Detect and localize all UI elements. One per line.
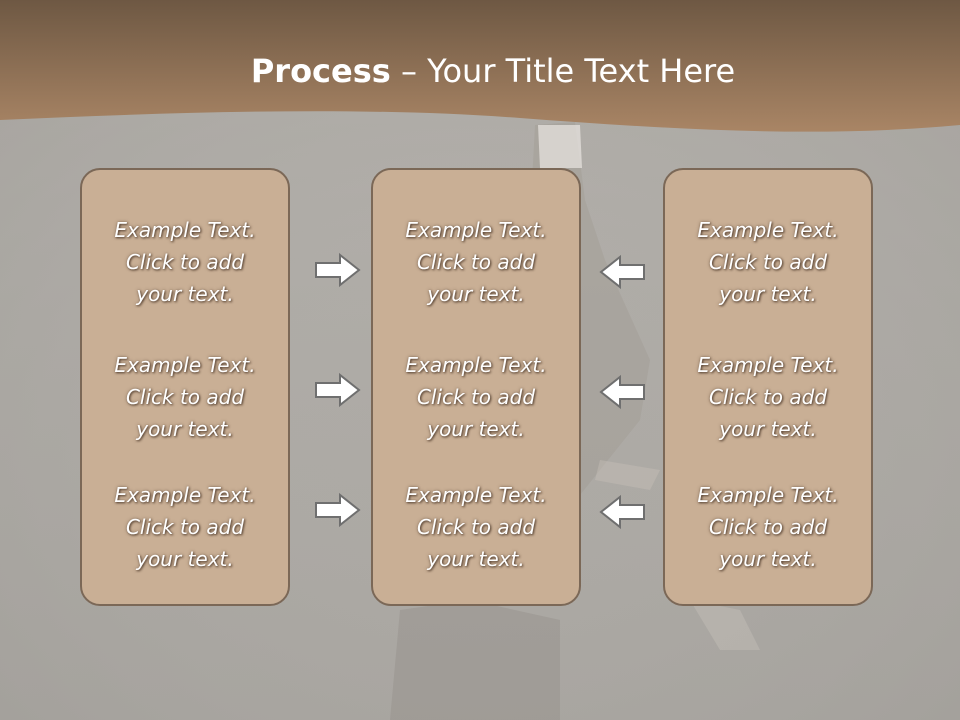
title-rest: – Your Title Text Here [390,52,736,90]
slide-title[interactable]: Process – Your Title Text Here [0,52,960,90]
arrow-left-icon [599,374,645,410]
item-line: Example Text. [405,218,547,242]
item-line: your text. [427,547,525,571]
item-line: your text. [719,417,817,441]
item-line: your text. [719,547,817,571]
item-line: your text. [719,282,817,306]
left-box[interactable]: Example Text. Click to add your text. Ex… [80,168,290,606]
item-line: Click to add [416,250,536,274]
item-line: Example Text. [114,483,256,507]
item-line: Example Text. [405,483,547,507]
item-line: your text. [136,417,234,441]
right-box-item-2[interactable]: Example Text. Click to add your text. [665,349,871,445]
item-line: Click to add [125,515,245,539]
center-box-item-1[interactable]: Example Text. Click to add your text. [373,214,579,310]
arrow-right-icon [315,492,361,528]
left-box-item-1[interactable]: Example Text. Click to add your text. [82,214,288,310]
item-line: your text. [427,417,525,441]
item-line: your text. [427,282,525,306]
item-line: Example Text. [697,483,839,507]
item-line: Click to add [416,385,536,409]
item-line: your text. [136,547,234,571]
item-line: Click to add [708,385,828,409]
item-line: Click to add [125,385,245,409]
item-line: Example Text. [114,218,256,242]
arrow-left-icon [599,494,645,530]
arrow-right-icon [315,372,361,408]
left-box-item-2[interactable]: Example Text. Click to add your text. [82,349,288,445]
right-box[interactable]: Example Text. Click to add your text. Ex… [663,168,873,606]
item-line: Click to add [125,250,245,274]
header-banner [0,0,960,132]
item-line: Click to add [708,250,828,274]
right-box-item-3[interactable]: Example Text. Click to add your text. [665,479,871,575]
item-line: Example Text. [697,353,839,377]
arrow-right-icon [315,252,361,288]
left-box-item-3[interactable]: Example Text. Click to add your text. [82,479,288,575]
arrow-left-icon [599,254,645,290]
item-line: your text. [136,282,234,306]
center-box-item-2[interactable]: Example Text. Click to add your text. [373,349,579,445]
item-line: Click to add [416,515,536,539]
center-box-item-3[interactable]: Example Text. Click to add your text. [373,479,579,575]
item-line: Example Text. [114,353,256,377]
title-bold: Process [250,52,391,90]
item-line: Click to add [708,515,828,539]
item-line: Example Text. [405,353,547,377]
center-box[interactable]: Example Text. Click to add your text. Ex… [371,168,581,606]
right-box-item-1[interactable]: Example Text. Click to add your text. [665,214,871,310]
item-line: Example Text. [697,218,839,242]
